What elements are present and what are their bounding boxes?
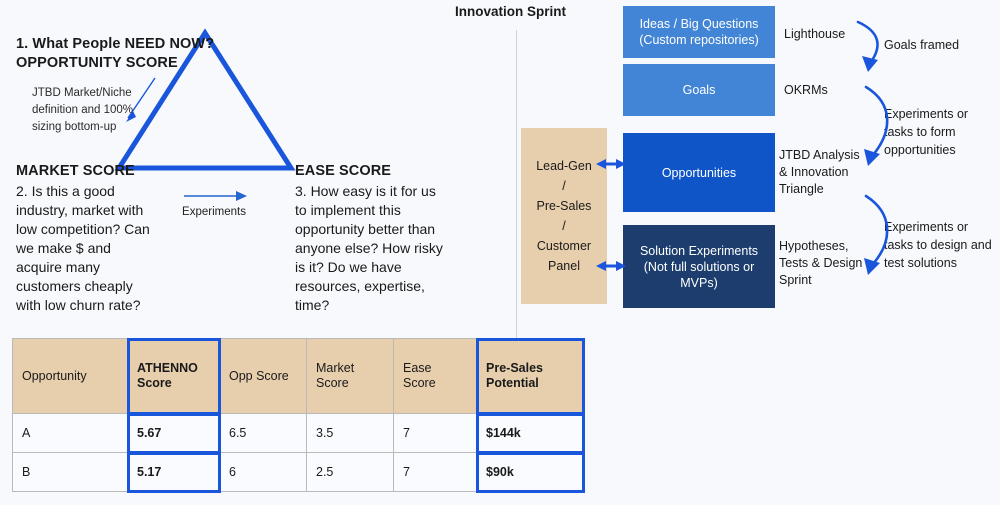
flow-box-goals: Goals: [623, 64, 775, 116]
cell-athenno-score: 5.67: [126, 412, 221, 454]
page-title: Innovation Sprint: [455, 4, 566, 19]
ease-score-text: 3. How easy is it for us to implement th…: [295, 183, 443, 313]
arrow-note-experiments-design: Experiments or tasks to design and test …: [884, 220, 992, 270]
lead-gen-box: Lead-Gen/Pre-Sales/Customer Panel: [521, 128, 607, 304]
opportunity-score-question: 1. What People NEED NOW?: [16, 36, 215, 52]
innovation-triangle-graphic: [114, 28, 296, 201]
col-header-opportunity: Opportunity: [12, 338, 128, 414]
opportunity-score-table: Opportunity ATHENNO Score Opp Score Mark…: [12, 337, 585, 493]
arrow-note-experiments-form: Experiments or tasks to form opportuniti…: [884, 107, 969, 157]
note-jtbd-analysis: JTBD Analysis & Innovation Triangle: [779, 148, 860, 196]
col-header-opp-score: Opp Score: [219, 338, 307, 414]
flow-box-ideas: Ideas / Big Questions (Custom repositori…: [623, 6, 775, 58]
experiments-arrow-label: Experiments: [182, 206, 246, 218]
opportunity-score-title: OPPORTUNITY SCORE: [16, 55, 178, 71]
col-header-athenno-score: ATHENNO Score: [126, 337, 221, 415]
market-score-text: 2. Is this a good industry, market with …: [16, 183, 150, 313]
note-okrms: OKRMs: [784, 83, 828, 97]
ease-score-title: EASE SCORE: [295, 163, 392, 179]
cell-opp-score: 6: [219, 452, 307, 492]
arrow-note-goals-framed: Goals framed: [884, 38, 960, 52]
table-header-row: Opportunity ATHENNO Score Opp Score Mark…: [12, 337, 585, 415]
cell-opportunity: A: [12, 413, 128, 453]
table-row: B 5.17 6 2.5 7 $90k: [12, 451, 585, 493]
cell-opp-score: 6.5: [219, 413, 307, 453]
cell-market-score: 3.5: [306, 413, 394, 453]
table-row: A 5.67 6.5 3.5 7 $144k: [12, 412, 585, 454]
note-lighthouse: Lighthouse: [784, 27, 846, 41]
note-hypotheses: Hypotheses, Tests & Design Sprint: [779, 239, 863, 287]
cell-ease-score: 7: [393, 452, 477, 492]
market-score-title: MARKET SCORE: [16, 163, 135, 179]
jtbd-annotation: JTBD Market/Niche definition and 100% si…: [32, 87, 134, 133]
flow-box-opportunities: Opportunities: [623, 133, 775, 212]
panel-divider: [516, 30, 517, 490]
cell-pre-sales-potential: $90k: [475, 451, 585, 493]
col-header-pre-sales-potential: Pre-Sales Potential: [475, 337, 585, 415]
cell-opportunity: B: [12, 452, 128, 492]
flow-box-solution-experiments: Solution Experiments (Not full solutions…: [623, 225, 775, 308]
cell-pre-sales-potential: $144k: [475, 412, 585, 454]
cell-market-score: 2.5: [306, 452, 394, 492]
cell-athenno-score: 5.17: [126, 451, 221, 493]
